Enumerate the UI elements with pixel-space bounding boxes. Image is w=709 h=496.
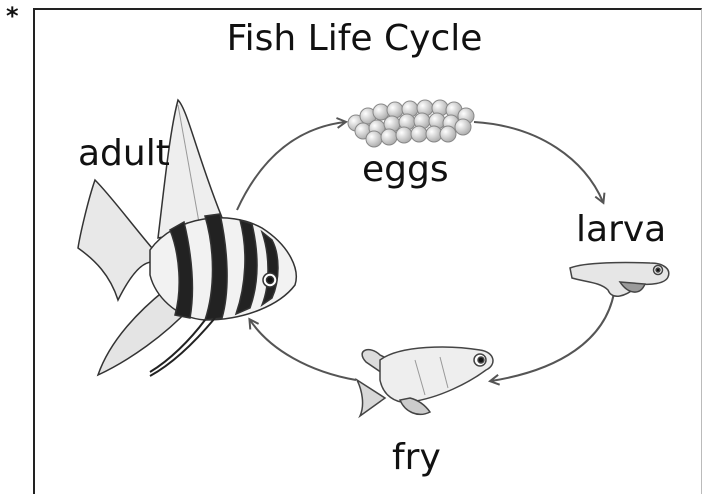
label-larva: larva bbox=[576, 212, 666, 248]
label-fry: fry bbox=[392, 440, 441, 476]
arrow-eggs-to-larva bbox=[474, 122, 603, 202]
label-adult: adult bbox=[78, 136, 170, 172]
arrow-larva-to-fry bbox=[491, 293, 614, 381]
label-eggs: eggs bbox=[362, 152, 449, 188]
larva-illustration bbox=[570, 263, 669, 297]
eggs-illustration bbox=[348, 100, 474, 147]
arrow-adult-to-eggs bbox=[237, 122, 345, 210]
arrow-fry-to-adult bbox=[250, 320, 356, 380]
fry-illustration bbox=[357, 347, 493, 416]
